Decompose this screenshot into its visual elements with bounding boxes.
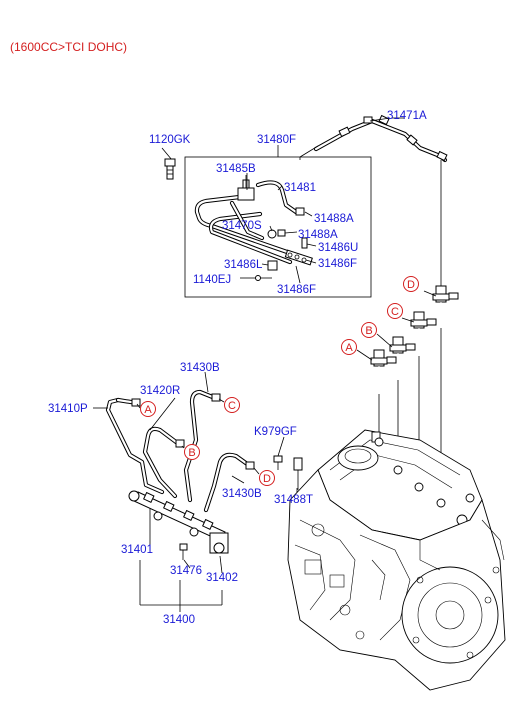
leak-off-line-31471a <box>277 114 448 292</box>
label-31471a: 31471A <box>387 110 427 122</box>
callout-c-injector: C <box>387 303 403 319</box>
callout-b-injector: B <box>361 322 377 338</box>
pressure-regulator-31402 <box>209 532 229 554</box>
clip-31470s <box>267 229 277 239</box>
label-31430b-lower: 31430B <box>222 488 262 500</box>
label-31480f: 31480F <box>257 134 296 146</box>
label-31485b: 31485B <box>216 163 256 175</box>
label-31470s: 31470S <box>222 220 262 232</box>
label-31401: 31401 <box>121 544 153 556</box>
label-31486u: 31486U <box>318 242 358 254</box>
label-1120gk: 1120GK <box>149 134 191 146</box>
svg-text:C: C <box>391 306 399 318</box>
bracket-31488t <box>293 457 303 490</box>
label-k979gf: K979GF <box>254 426 297 438</box>
bolt-31476 <box>179 543 188 560</box>
fitting-31486 <box>284 237 313 266</box>
callout-c-pipe: C <box>224 397 240 413</box>
label-31410p: 31410P <box>48 403 88 415</box>
label-31476: 31476 <box>170 565 202 577</box>
injector-b <box>389 336 416 380</box>
injector-d <box>432 285 459 328</box>
label-31420r: 31420R <box>140 385 180 397</box>
engine-block <box>287 429 506 691</box>
svg-text:A: A <box>144 404 152 416</box>
label-31402: 31402 <box>206 572 238 584</box>
injector-c <box>410 311 437 356</box>
high-pressure-pipes <box>105 389 255 513</box>
label-31486l: 31486L <box>224 259 263 271</box>
bolt-k979gf <box>273 436 285 470</box>
fitting-31486l <box>267 260 278 271</box>
return-hose-group <box>161 147 372 298</box>
svg-text:B: B <box>188 447 195 459</box>
svg-text:B: B <box>365 325 372 337</box>
svg-text:A: A <box>345 342 353 354</box>
label-31400: 31400 <box>163 614 195 626</box>
svg-text:C: C <box>228 400 236 412</box>
bolt-1120gk <box>161 147 176 180</box>
clip-31488a-upper <box>295 207 305 216</box>
svg-text:D: D <box>263 473 271 485</box>
label-31488t: 31488T <box>274 494 313 506</box>
label-31488a-lower: 31488A <box>298 229 338 241</box>
callout-b-pipe: B <box>184 444 200 460</box>
clip-31488a-lower <box>277 229 286 237</box>
label-31486f-lower: 31486F <box>277 284 316 296</box>
screw-1140ej <box>255 275 272 281</box>
label-31481: 31481 <box>284 182 316 194</box>
callout-a-pipe: A <box>140 401 156 417</box>
label-31430b-upper: 31430B <box>180 362 220 374</box>
svg-text:D: D <box>407 279 415 291</box>
label-31488a-upper: 31488A <box>314 213 354 225</box>
connector-31485b <box>237 175 255 201</box>
label-1140ej: 1140EJ <box>193 274 231 286</box>
diagram-header: (1600CC>TCI DOHC) <box>10 40 127 54</box>
callout-d-pipe: D <box>259 470 275 486</box>
label-31486f-upper: 31486F <box>318 258 357 270</box>
injector-a <box>370 349 397 394</box>
callout-a-injector: A <box>341 339 357 355</box>
return-pipes <box>194 180 299 265</box>
callout-d-injector: D <box>403 276 419 292</box>
